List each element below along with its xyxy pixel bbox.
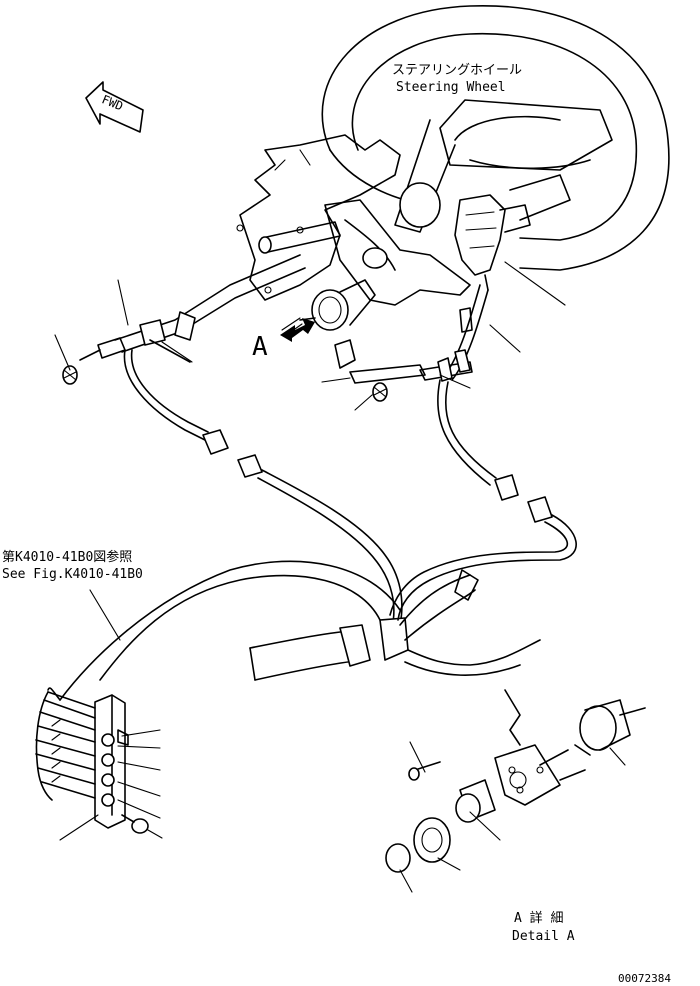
steering-wheel <box>321 5 670 271</box>
reference-label-en: See Fig.K4010-41B0 <box>2 567 143 582</box>
fwd-arrow-icon: FWD <box>85 81 144 133</box>
detail-a-label-jp: A 詳 細 <box>514 910 563 926</box>
view-a-label: A <box>252 332 268 362</box>
combination-switch <box>454 194 531 291</box>
drawing-number: 00072384 <box>618 972 671 985</box>
detail-a-parts <box>385 689 646 873</box>
main-harness <box>47 454 541 701</box>
steering-wheel-label-en: Steering Wheel <box>396 80 506 95</box>
detail-a-label-en: Detail A <box>512 929 575 944</box>
steering-wheel-label-jp: ステアリングホイール <box>392 63 522 78</box>
connector-block <box>35 691 149 834</box>
right-harness <box>349 284 577 621</box>
left-harness <box>62 254 306 455</box>
reference-label-jp: 第K4010-41B0図参照 <box>2 549 132 565</box>
view-a-arrow-icon <box>280 317 315 342</box>
column-switch <box>299 279 376 369</box>
leader-lines <box>54 261 626 893</box>
steering-column-bracket <box>236 134 471 306</box>
